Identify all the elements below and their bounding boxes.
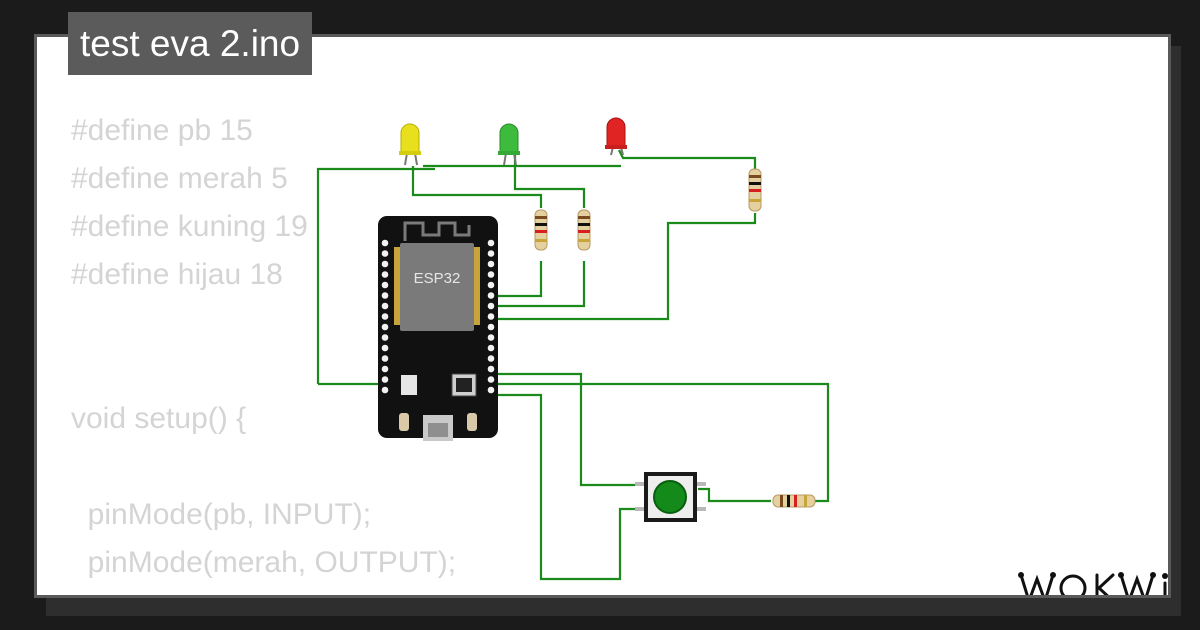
pin-hole	[487, 334, 495, 341]
pin-hole	[381, 355, 389, 362]
usb-uart-chip-core	[456, 378, 472, 392]
pin-hole	[487, 355, 495, 362]
code-line: #define kuning 19	[71, 210, 308, 243]
wire-gnd	[316, 167, 435, 384]
pin-hole	[487, 239, 495, 247]
pin-hole	[487, 323, 495, 331]
led-yellow[interactable]	[399, 123, 421, 166]
preview-card: #define pb 15 #define merah 5 #define kuni…	[34, 34, 1171, 598]
code-line: pinMode(pb, INPUT);	[71, 498, 372, 531]
pin-hole	[487, 344, 495, 352]
wire-red-led	[618, 149, 757, 170]
pin-hole	[381, 271, 389, 278]
module-pins-left	[394, 247, 400, 325]
led-red[interactable]	[605, 117, 627, 156]
esp32-module	[400, 243, 474, 331]
pushbutton[interactable]	[635, 472, 706, 522]
led-green[interactable]	[498, 123, 520, 166]
pin-hole	[487, 376, 495, 383]
pin-hole	[381, 344, 389, 352]
file-title: test eva 2.ino	[68, 12, 313, 75]
usb-port-inner	[428, 423, 448, 437]
wire-btn-pulldown	[495, 382, 830, 503]
code-line: #define pb 15	[71, 114, 253, 147]
board-label: ESP32	[414, 270, 461, 287]
wire-r3-gpio	[495, 213, 757, 321]
pin-hole	[381, 260, 389, 268]
pin-hole	[487, 302, 495, 310]
pin-hole	[381, 313, 389, 320]
pin-hole	[487, 313, 495, 320]
pin-hole	[381, 281, 389, 289]
wire-btn-left-bottom	[495, 393, 635, 581]
code-line: pinMode(kuning, OUTPUT);	[71, 587, 460, 595]
pin-hole	[381, 334, 389, 341]
pin-hole	[487, 365, 495, 373]
wire-r2-gpio	[495, 261, 586, 308]
boot-button[interactable]	[467, 413, 477, 431]
circuit-diagram: ESP32	[316, 117, 830, 581]
wire-yellow-led	[411, 166, 543, 208]
wire-btn-right	[698, 487, 771, 503]
pushbutton-cap[interactable]	[653, 480, 687, 514]
pin-hole	[487, 271, 495, 278]
pin-hole	[487, 292, 495, 299]
pin-hole	[381, 376, 389, 383]
pin-hole	[381, 302, 389, 310]
pin-hole	[487, 260, 495, 268]
resistor-2[interactable]	[577, 209, 591, 251]
pin-hole	[381, 239, 389, 247]
resistor-1[interactable]	[534, 209, 548, 251]
pin-hole	[381, 365, 389, 373]
code-line: void setup() {	[71, 402, 247, 435]
module-pins-right	[474, 247, 480, 325]
code-line: #define hijau 18	[71, 258, 283, 291]
esp32-board[interactable]: ESP32	[378, 216, 498, 441]
pin-hole	[381, 292, 389, 299]
resistor-3[interactable]	[748, 168, 762, 212]
en-button[interactable]	[399, 413, 409, 431]
wire-r1-gpio	[495, 261, 543, 298]
antenna-icon	[403, 221, 471, 241]
pin-hole	[487, 250, 495, 257]
regulator-chip	[401, 375, 417, 395]
pin-hole	[487, 386, 495, 394]
wires	[316, 149, 830, 581]
code-line: #define merah 5	[71, 162, 288, 195]
board-pins	[381, 239, 495, 394]
pin-hole	[487, 281, 495, 289]
resistor-pulldown[interactable]	[772, 494, 816, 508]
wire-btn-left-top	[495, 372, 635, 487]
code-line: pinMode(merah, OUTPUT);	[71, 546, 457, 579]
pin-hole	[381, 323, 389, 331]
wokwi-logo	[1018, 572, 1168, 595]
pin-hole	[381, 386, 389, 394]
pin-hole	[381, 250, 389, 257]
wire-green-led	[513, 155, 586, 208]
code-background: #define pb 15 #define merah 5 #define kuni…	[71, 107, 460, 595]
